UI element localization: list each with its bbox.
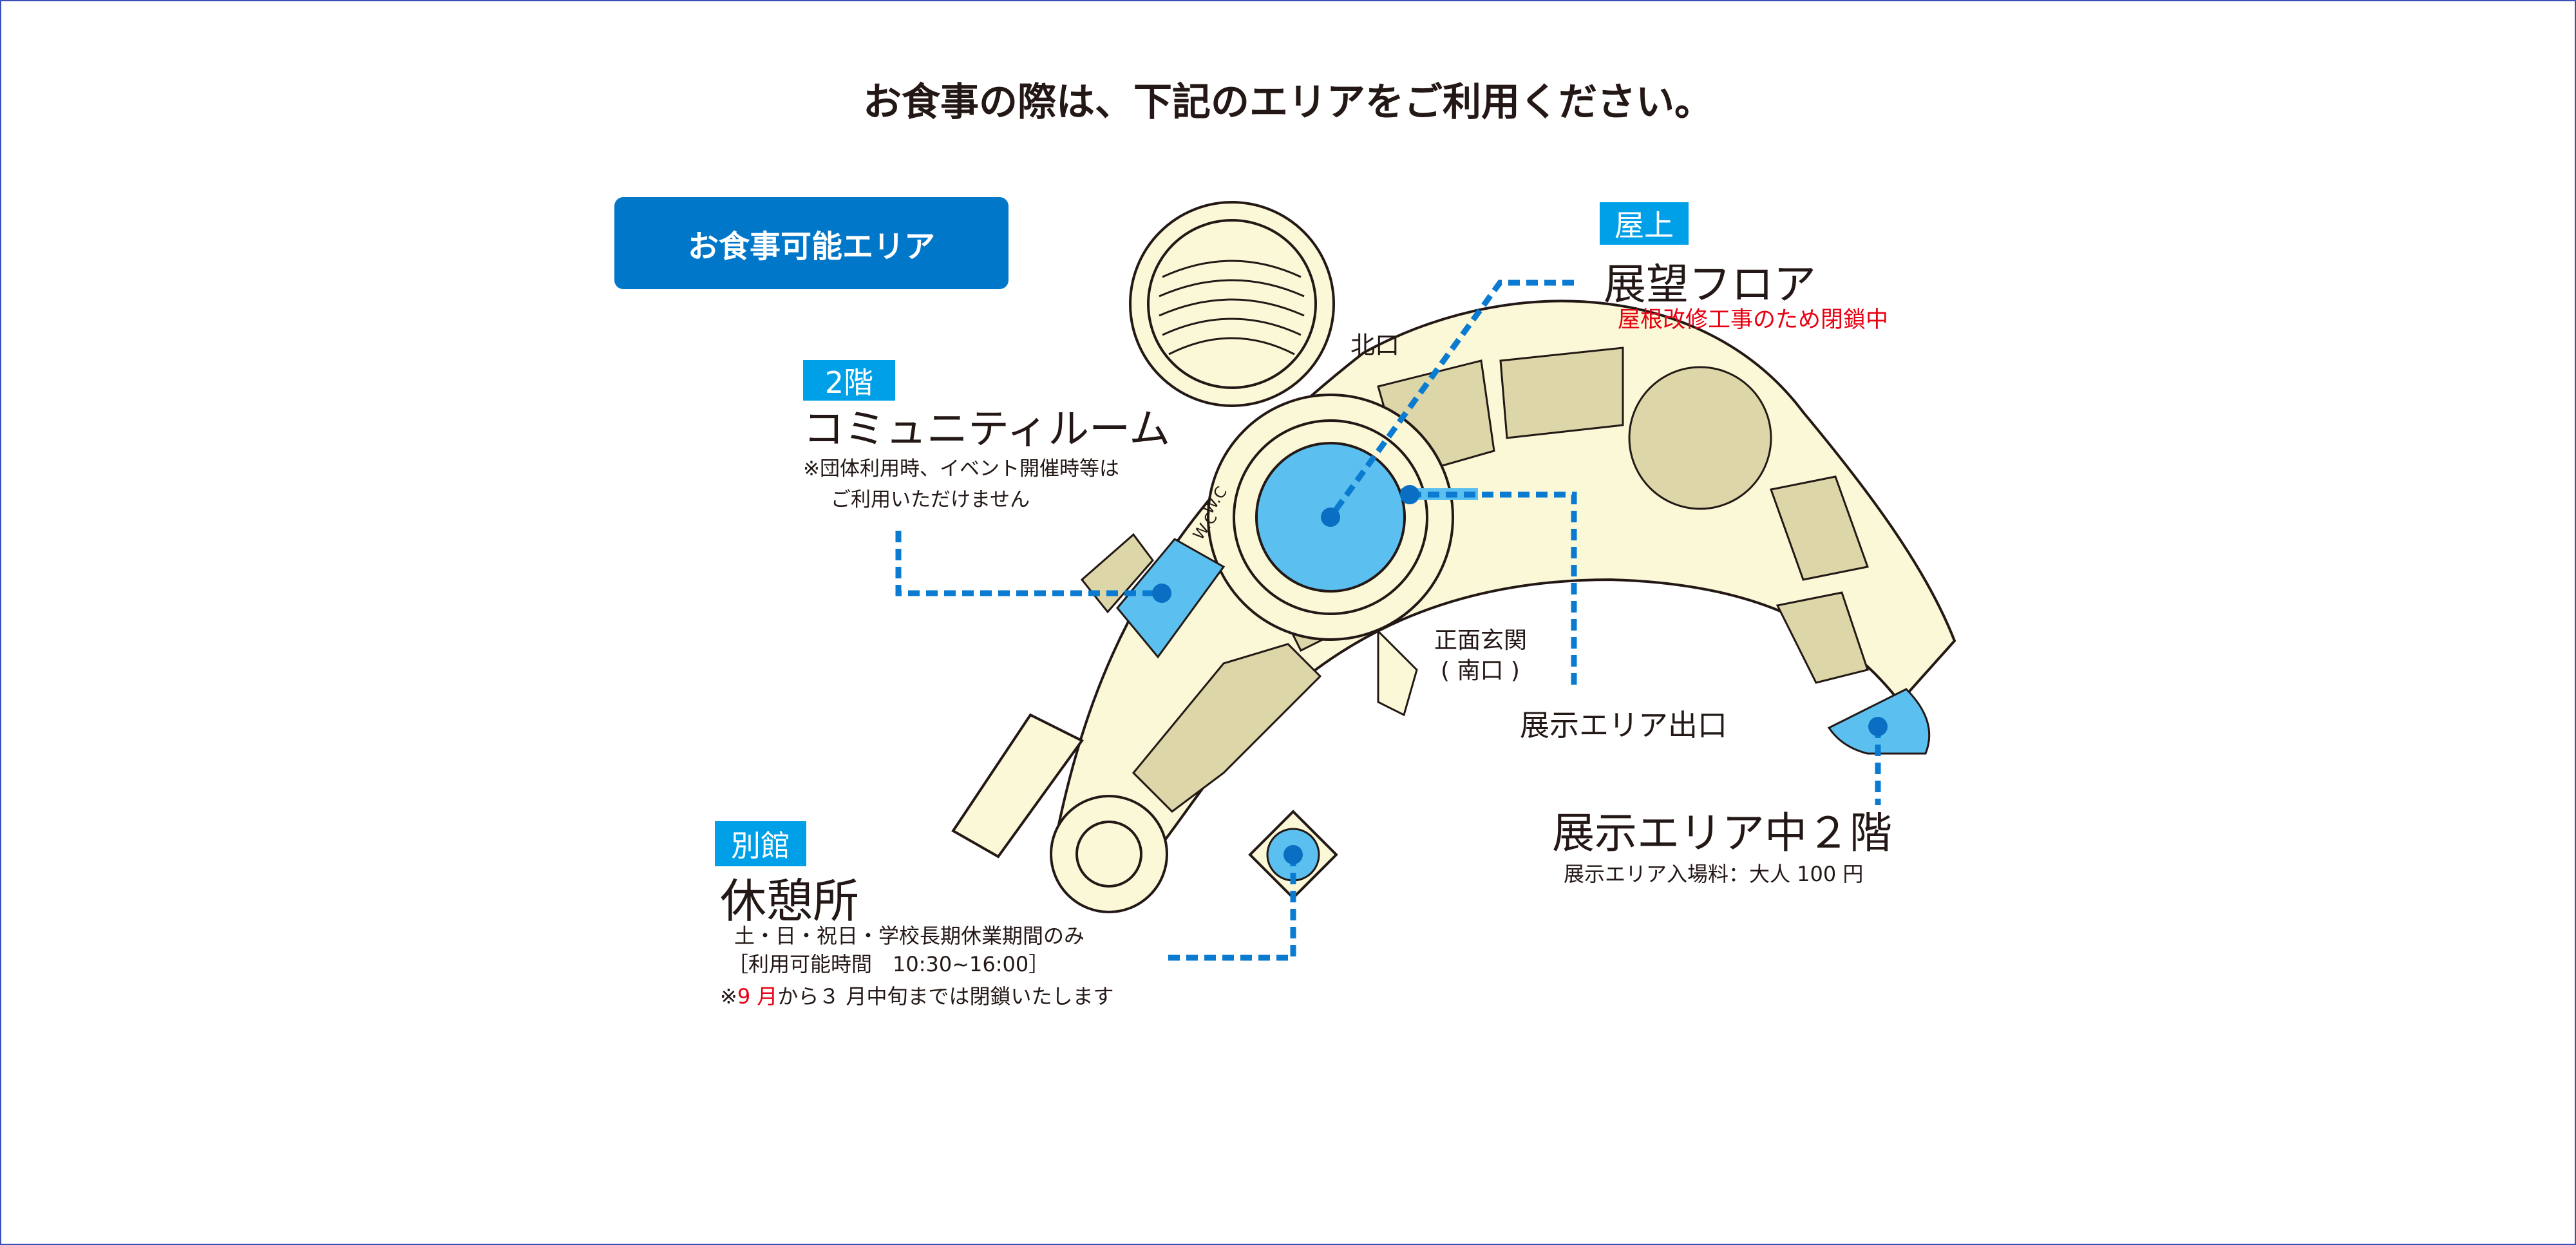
rest-area-name: 休憩所: [720, 874, 860, 928]
main-entrance-label: 正面玄関: [1434, 627, 1528, 654]
floor-tag-annex: 別館: [715, 821, 806, 866]
community-room-name: コミュニティルーム: [803, 406, 1171, 453]
north-exit-label: 北口: [1350, 331, 1400, 359]
community-room-note: ※団体利用時、イベント開催時等は: [803, 457, 1119, 480]
rooms: [1080, 347, 1869, 813]
community-room-area: [1116, 538, 1226, 659]
rest-area-days: 土・日・祝日・学校長期休業期間のみ: [734, 924, 1085, 948]
community-room-note: ご利用いただけません: [831, 488, 1030, 511]
mezzanine-name: 展示エリア中２階: [1552, 808, 1892, 858]
page-title: お食事の際は、下記のエリアをご利用ください。: [863, 80, 1713, 125]
closure-prefix: ※: [720, 984, 737, 1009]
main-entrance-wedge: [1377, 629, 1418, 717]
theater-seats: [1159, 260, 1305, 356]
rest-area-closure: ※9 月から３ 月中旬までは閉鎖いたします: [720, 980, 1114, 1010]
mezzanine-fee: 展示エリア入場料：大人 100 円: [1564, 862, 1864, 886]
leader-lines: [895, 280, 1881, 961]
closure-month: 9 月: [737, 984, 778, 1009]
rest-area-hours: ［利用可能時間 10:30~16:00］: [728, 952, 1050, 976]
location-dots: [1152, 485, 1888, 864]
exhibit-exit-label: 展示エリア出口: [1520, 708, 1727, 743]
left-wing: [951, 713, 1084, 859]
floor-tag-2f: 2階: [803, 360, 895, 401]
floor-tag-rooftop: 屋上: [1600, 202, 1689, 245]
south-exit-label: ( 南口 ): [1441, 658, 1520, 684]
eating-area-button: お食事可能エリア: [614, 197, 1009, 289]
closure-text: から３ 月中旬までは閉鎖いたします: [777, 984, 1114, 1009]
observation-floor-name: 展望フロア: [1604, 260, 1816, 309]
observation-status: 屋根改修工事のため閉鎖中: [1618, 307, 1889, 333]
south-end-rotunda: [1050, 795, 1168, 913]
